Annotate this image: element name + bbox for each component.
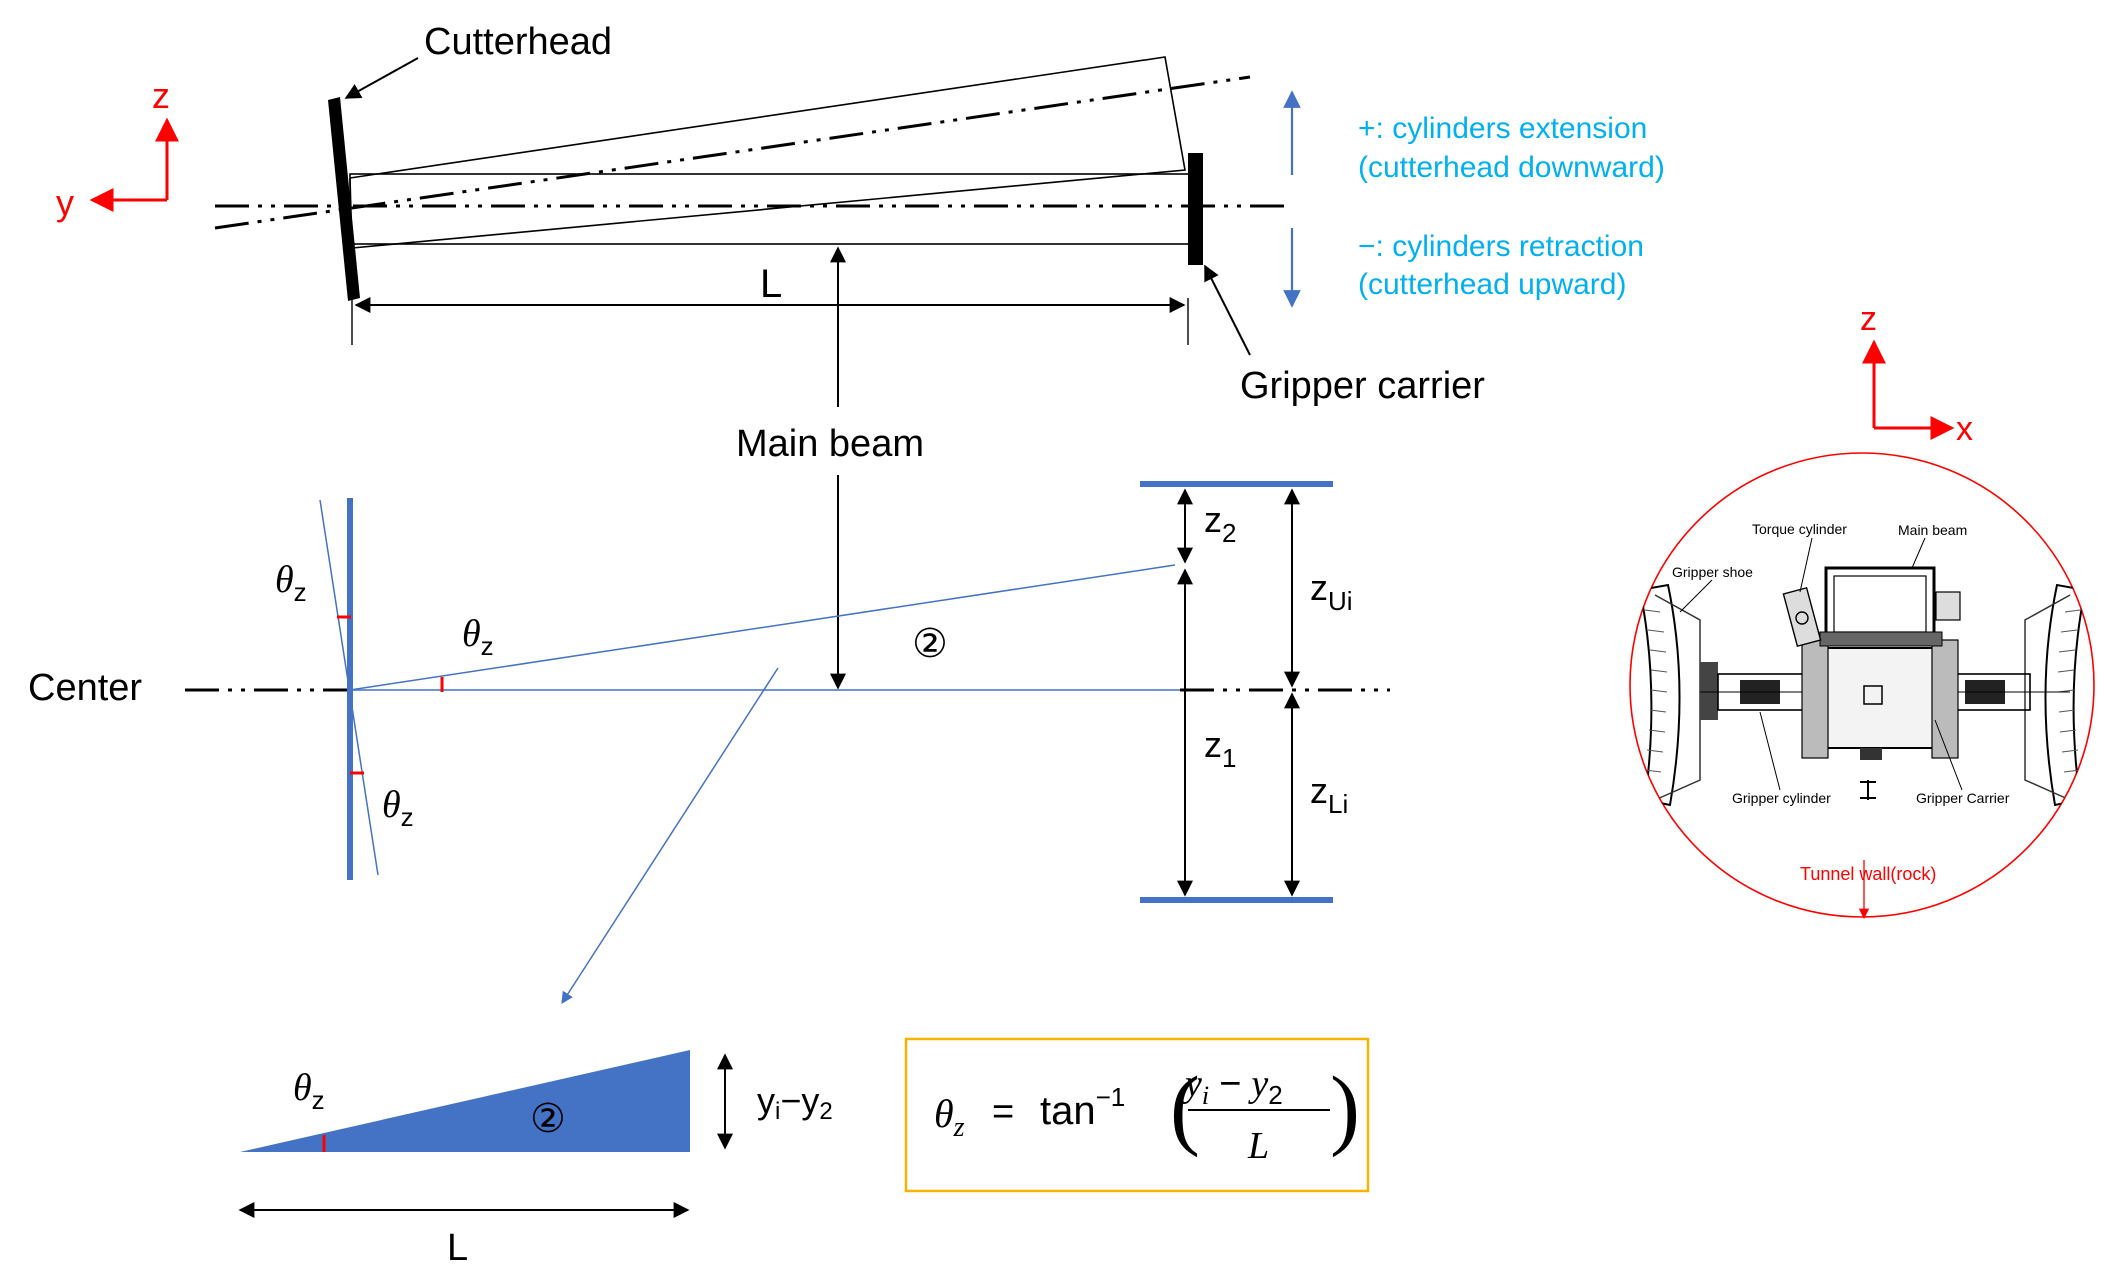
triangle-base-label: L xyxy=(447,1227,468,1269)
z1-label: z1 xyxy=(1204,724,1236,773)
gripper-shoe-label: Gripper shoe xyxy=(1672,564,1753,580)
zli-label: zLi xyxy=(1310,770,1348,819)
cutterhead-plate xyxy=(328,97,360,301)
gripper-carrier-cross-label: Gripper Carrier xyxy=(1916,790,2010,806)
formula-lhs: θz xyxy=(934,1091,965,1143)
formula-numerator: yi−y2 xyxy=(1181,1063,1283,1110)
triangle-detail: θz ② yi−y2 L xyxy=(238,1050,833,1269)
formula-box: θz = tan−1 ( yi−y2 L ) xyxy=(904,1037,1370,1193)
triangle-theta-label: θz xyxy=(293,1067,325,1115)
gripper-leader xyxy=(1204,264,1251,356)
cutterhead-label: Cutterhead xyxy=(424,21,612,63)
machine-drawing xyxy=(1638,566,2087,807)
cross-axis-z-label: z xyxy=(1860,300,1877,338)
extension-note-line2: (cutterhead downward) xyxy=(1358,151,1665,184)
tilted-beam-line xyxy=(349,564,1176,691)
z2-label: z2 xyxy=(1204,499,1236,548)
torque-cylinder xyxy=(1782,586,1822,648)
cross-main-beam-label: Main beam xyxy=(1898,522,1967,538)
tilted-centerline xyxy=(214,75,1251,230)
cross-axis-x-label: x xyxy=(1956,410,1973,448)
formula-paren-left: ( xyxy=(1170,1059,1200,1158)
main-beam-label: Main beam xyxy=(736,423,924,465)
region-2-label: ② xyxy=(912,622,948,666)
axis-y-label: y xyxy=(56,182,74,223)
left-gripper-shoe xyxy=(1638,583,1681,807)
gripper-carrier-body xyxy=(1825,647,1935,749)
triangle-shape xyxy=(240,1050,690,1152)
theta-lower-label: θz xyxy=(382,784,414,832)
left-shoe-joint xyxy=(1700,662,1718,720)
theta-upper-label: θz xyxy=(275,559,307,607)
gripper-carrier-plate xyxy=(1188,153,1203,265)
torque-cylinder-label: Torque cylinder xyxy=(1752,521,1847,537)
top-axes: z y xyxy=(56,75,179,223)
retraction-note-line2: (cutterhead upward) xyxy=(1358,268,1626,301)
formula-paren-right: ) xyxy=(1330,1059,1360,1158)
extension-note-line1: +: cylinders extension xyxy=(1358,112,1647,145)
triangle-height-label: yi−y2 xyxy=(757,1080,833,1125)
zui-label: zUi xyxy=(1310,567,1353,616)
length-label: L xyxy=(760,262,782,306)
theta-center-label: θz xyxy=(462,613,494,661)
formula-denominator: L xyxy=(1247,1125,1269,1167)
top-view: z y Cutterhead Gripper carrier L Main be… xyxy=(56,21,1665,690)
axis-z-label: z xyxy=(152,75,170,116)
center-label: Center xyxy=(28,667,142,709)
tunnel-wall-label: Tunnel wall(rock) xyxy=(1800,864,1936,884)
tilted-main-beam xyxy=(349,56,1186,249)
formula-equals: = xyxy=(992,1091,1014,1133)
zoom-arrow xyxy=(561,667,779,1005)
cutterhead-leader xyxy=(344,57,419,99)
cutterhead-tilted xyxy=(319,499,379,876)
triangle-region-2-label: ② xyxy=(530,1097,566,1141)
side-view: Center θz θz θz ② z2 z1 zUi zLi xyxy=(28,481,1390,1005)
formula-function: tan−1 xyxy=(1040,1082,1125,1133)
gripper-cylinder-label: Gripper cylinder xyxy=(1732,790,1831,806)
gripper-carrier-label: Gripper carrier xyxy=(1240,365,1485,407)
cross-section: z x xyxy=(1629,300,2095,920)
right-gripper-shoe xyxy=(2044,583,2087,807)
retraction-note-line1: −: cylinders retraction xyxy=(1358,230,1644,263)
formula-border xyxy=(904,1037,1370,1193)
